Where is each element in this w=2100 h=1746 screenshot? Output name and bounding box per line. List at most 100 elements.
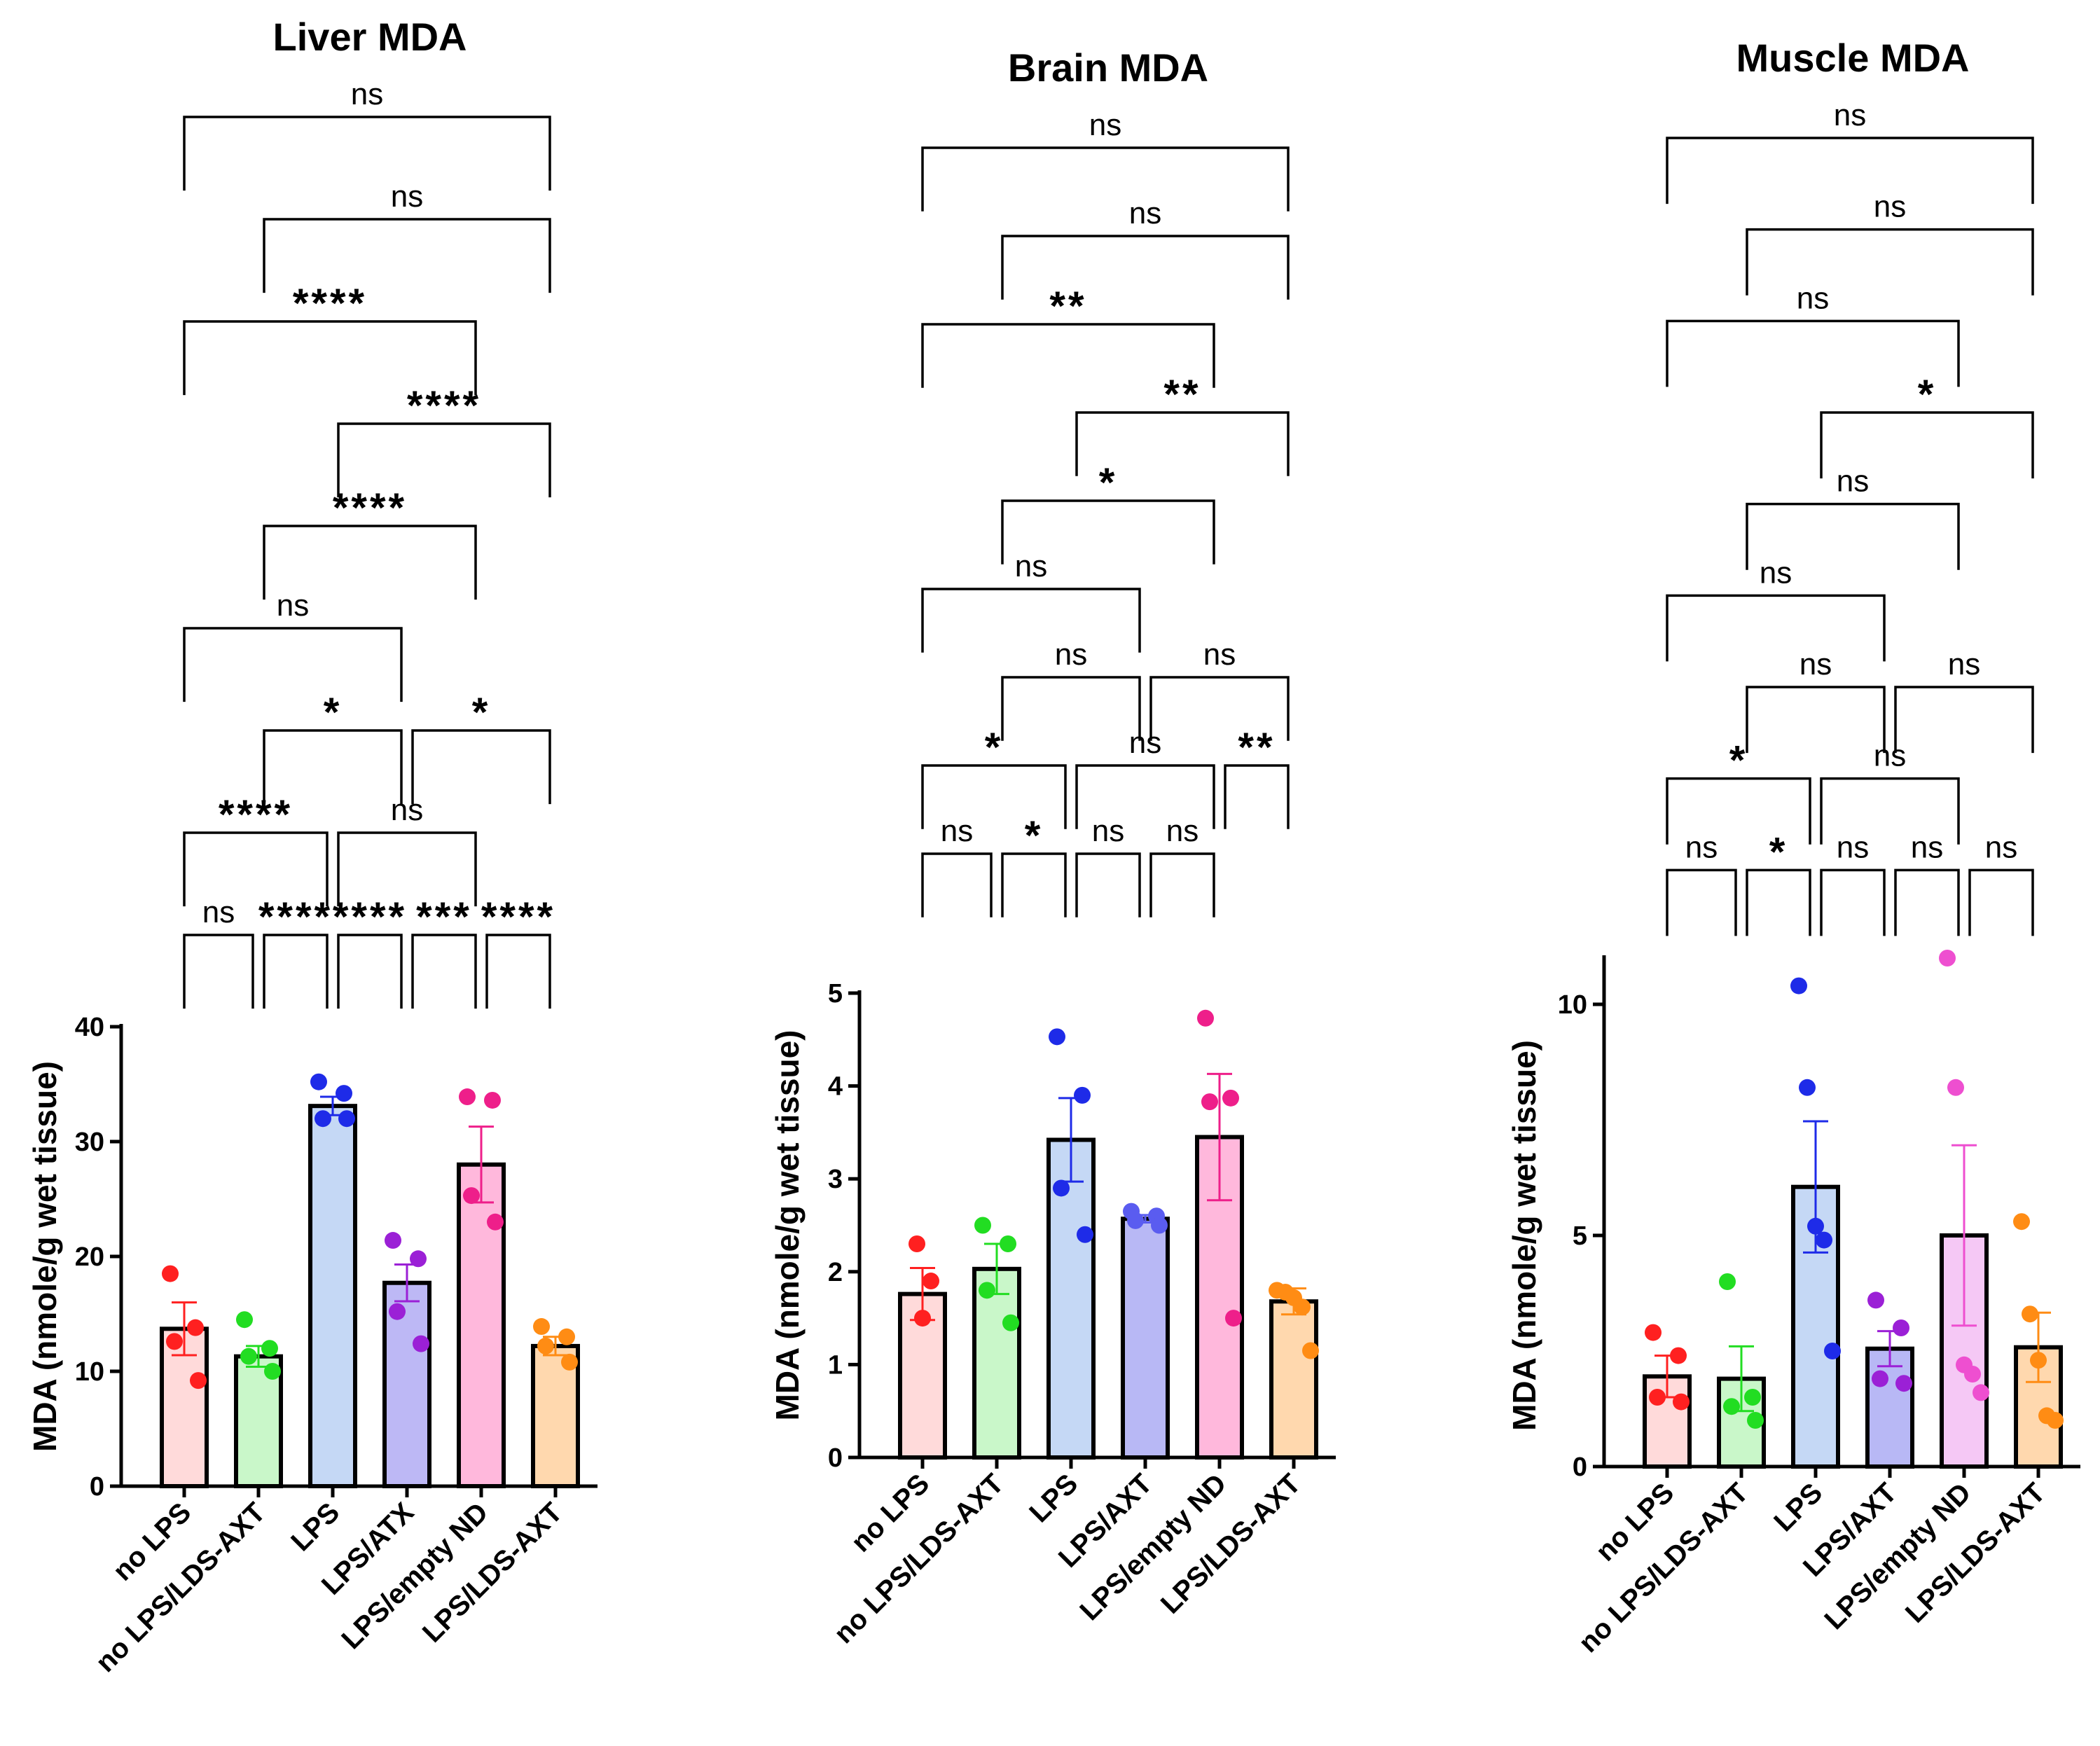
data-point xyxy=(1893,1319,1909,1336)
significance-bracket xyxy=(1666,594,1886,662)
data-point xyxy=(2013,1213,2030,1231)
data-point xyxy=(1053,1179,1070,1197)
data-point xyxy=(1719,1273,1736,1290)
significance-label: ns xyxy=(1874,190,1906,224)
data-point xyxy=(1799,1079,1816,1096)
significance-label: ns xyxy=(1834,98,1866,132)
significance-bracket xyxy=(183,934,254,1009)
significance-bracket xyxy=(1001,499,1215,564)
data-point xyxy=(2022,1305,2038,1323)
data-point xyxy=(1151,1217,1168,1234)
significance-bracket xyxy=(1075,764,1215,829)
y-tick-label: 10 xyxy=(75,1357,104,1387)
significance-bracket xyxy=(1075,852,1141,917)
significance-bracket xyxy=(921,588,1141,653)
y-tick-label: 4 xyxy=(828,1072,843,1102)
bar-4 xyxy=(1121,1217,1170,1460)
data-point xyxy=(1824,1343,1841,1359)
significance-label: ns xyxy=(1948,647,1980,681)
significance-label: ** xyxy=(1049,284,1086,329)
data-point xyxy=(1670,1347,1687,1364)
significance-label: ns xyxy=(391,793,423,827)
significance-label: * xyxy=(324,690,343,735)
significance-bracket xyxy=(411,934,477,1009)
data-point xyxy=(1872,1370,1888,1387)
y-tick-label: 3 xyxy=(828,1165,843,1194)
significance-bracket xyxy=(1001,235,1290,300)
significance-bracket xyxy=(263,218,551,293)
significance-bracket xyxy=(921,852,993,917)
data-point xyxy=(909,1235,925,1253)
y-tick-label: 2 xyxy=(828,1258,843,1287)
data-point xyxy=(487,1213,504,1231)
significance-label: **** xyxy=(407,383,481,429)
significance-bracket xyxy=(921,764,1067,829)
data-point xyxy=(1964,1366,1981,1383)
data-point xyxy=(166,1333,183,1350)
significance-bracket xyxy=(485,934,551,1009)
significance-label: ns xyxy=(1911,830,1943,864)
data-point xyxy=(1973,1384,1989,1401)
data-point xyxy=(2047,1412,2064,1429)
chart-title: Muscle MDA xyxy=(1736,36,1970,80)
data-point xyxy=(1294,1298,1311,1316)
significance-label: ns xyxy=(1203,637,1236,672)
significance-bracket xyxy=(1224,764,1290,829)
data-point xyxy=(162,1265,179,1282)
significance-bracket xyxy=(1746,868,1811,936)
significance-bracket xyxy=(1746,686,1886,754)
data-point xyxy=(1077,1226,1093,1243)
bar-6 xyxy=(1269,1299,1318,1460)
significance-bracket xyxy=(1820,411,2034,479)
significance-label: ns xyxy=(1129,726,1161,760)
significance-bracket xyxy=(337,831,477,907)
data-point xyxy=(1947,1079,1964,1096)
significance-label: ns xyxy=(277,588,309,623)
data-point xyxy=(1002,1314,1019,1331)
data-point xyxy=(410,1250,427,1268)
chart-title: Brain MDA xyxy=(1008,46,1208,90)
significance-label: * xyxy=(472,690,491,735)
y-tick-label: 40 xyxy=(75,1013,104,1042)
significance-bracket xyxy=(921,146,1290,212)
data-point xyxy=(914,1310,931,1327)
significance-bracket xyxy=(337,422,551,498)
y-axis-label: MDA (nmole/g wet tissue) xyxy=(27,1061,63,1452)
data-point xyxy=(1000,1235,1016,1253)
x-tick-label: LPS xyxy=(1023,1468,1084,1528)
data-point xyxy=(1302,1342,1319,1359)
significance-bracket xyxy=(263,525,477,600)
data-point xyxy=(923,1273,939,1290)
significance-label: *** xyxy=(416,894,472,940)
data-point xyxy=(1816,1231,1832,1249)
significance-bracket xyxy=(1894,686,2034,754)
data-point xyxy=(261,1340,278,1357)
significance-label: ns xyxy=(1166,814,1198,848)
data-point xyxy=(1222,1089,1239,1107)
x-tick-label: LPS xyxy=(1768,1477,1828,1537)
data-point xyxy=(484,1091,501,1109)
data-point xyxy=(264,1363,281,1380)
significance-label: ns xyxy=(202,895,235,929)
significance-bracket xyxy=(1746,228,2034,296)
significance-label: ns xyxy=(391,179,423,214)
data-point xyxy=(558,1328,575,1345)
data-point xyxy=(533,1318,550,1336)
data-point xyxy=(1197,1009,1214,1027)
significance-label: ns xyxy=(1874,739,1906,773)
y-axis-label: MDA (nmole/g wet tissue) xyxy=(1506,1040,1542,1431)
chart-title: Liver MDA xyxy=(273,15,467,59)
significance-label: * xyxy=(985,725,1004,770)
data-point xyxy=(240,1347,257,1365)
y-tick-label: 0 xyxy=(90,1472,104,1502)
y-axis-label: MDA (nmole/g wet tissue) xyxy=(769,1030,806,1421)
data-point xyxy=(1649,1389,1666,1406)
significance-bracket xyxy=(183,831,329,907)
significance-bracket xyxy=(1746,502,1960,570)
significance-bracket xyxy=(337,934,403,1009)
significance-bracket xyxy=(921,323,1215,388)
significance-bracket xyxy=(1968,868,2034,936)
